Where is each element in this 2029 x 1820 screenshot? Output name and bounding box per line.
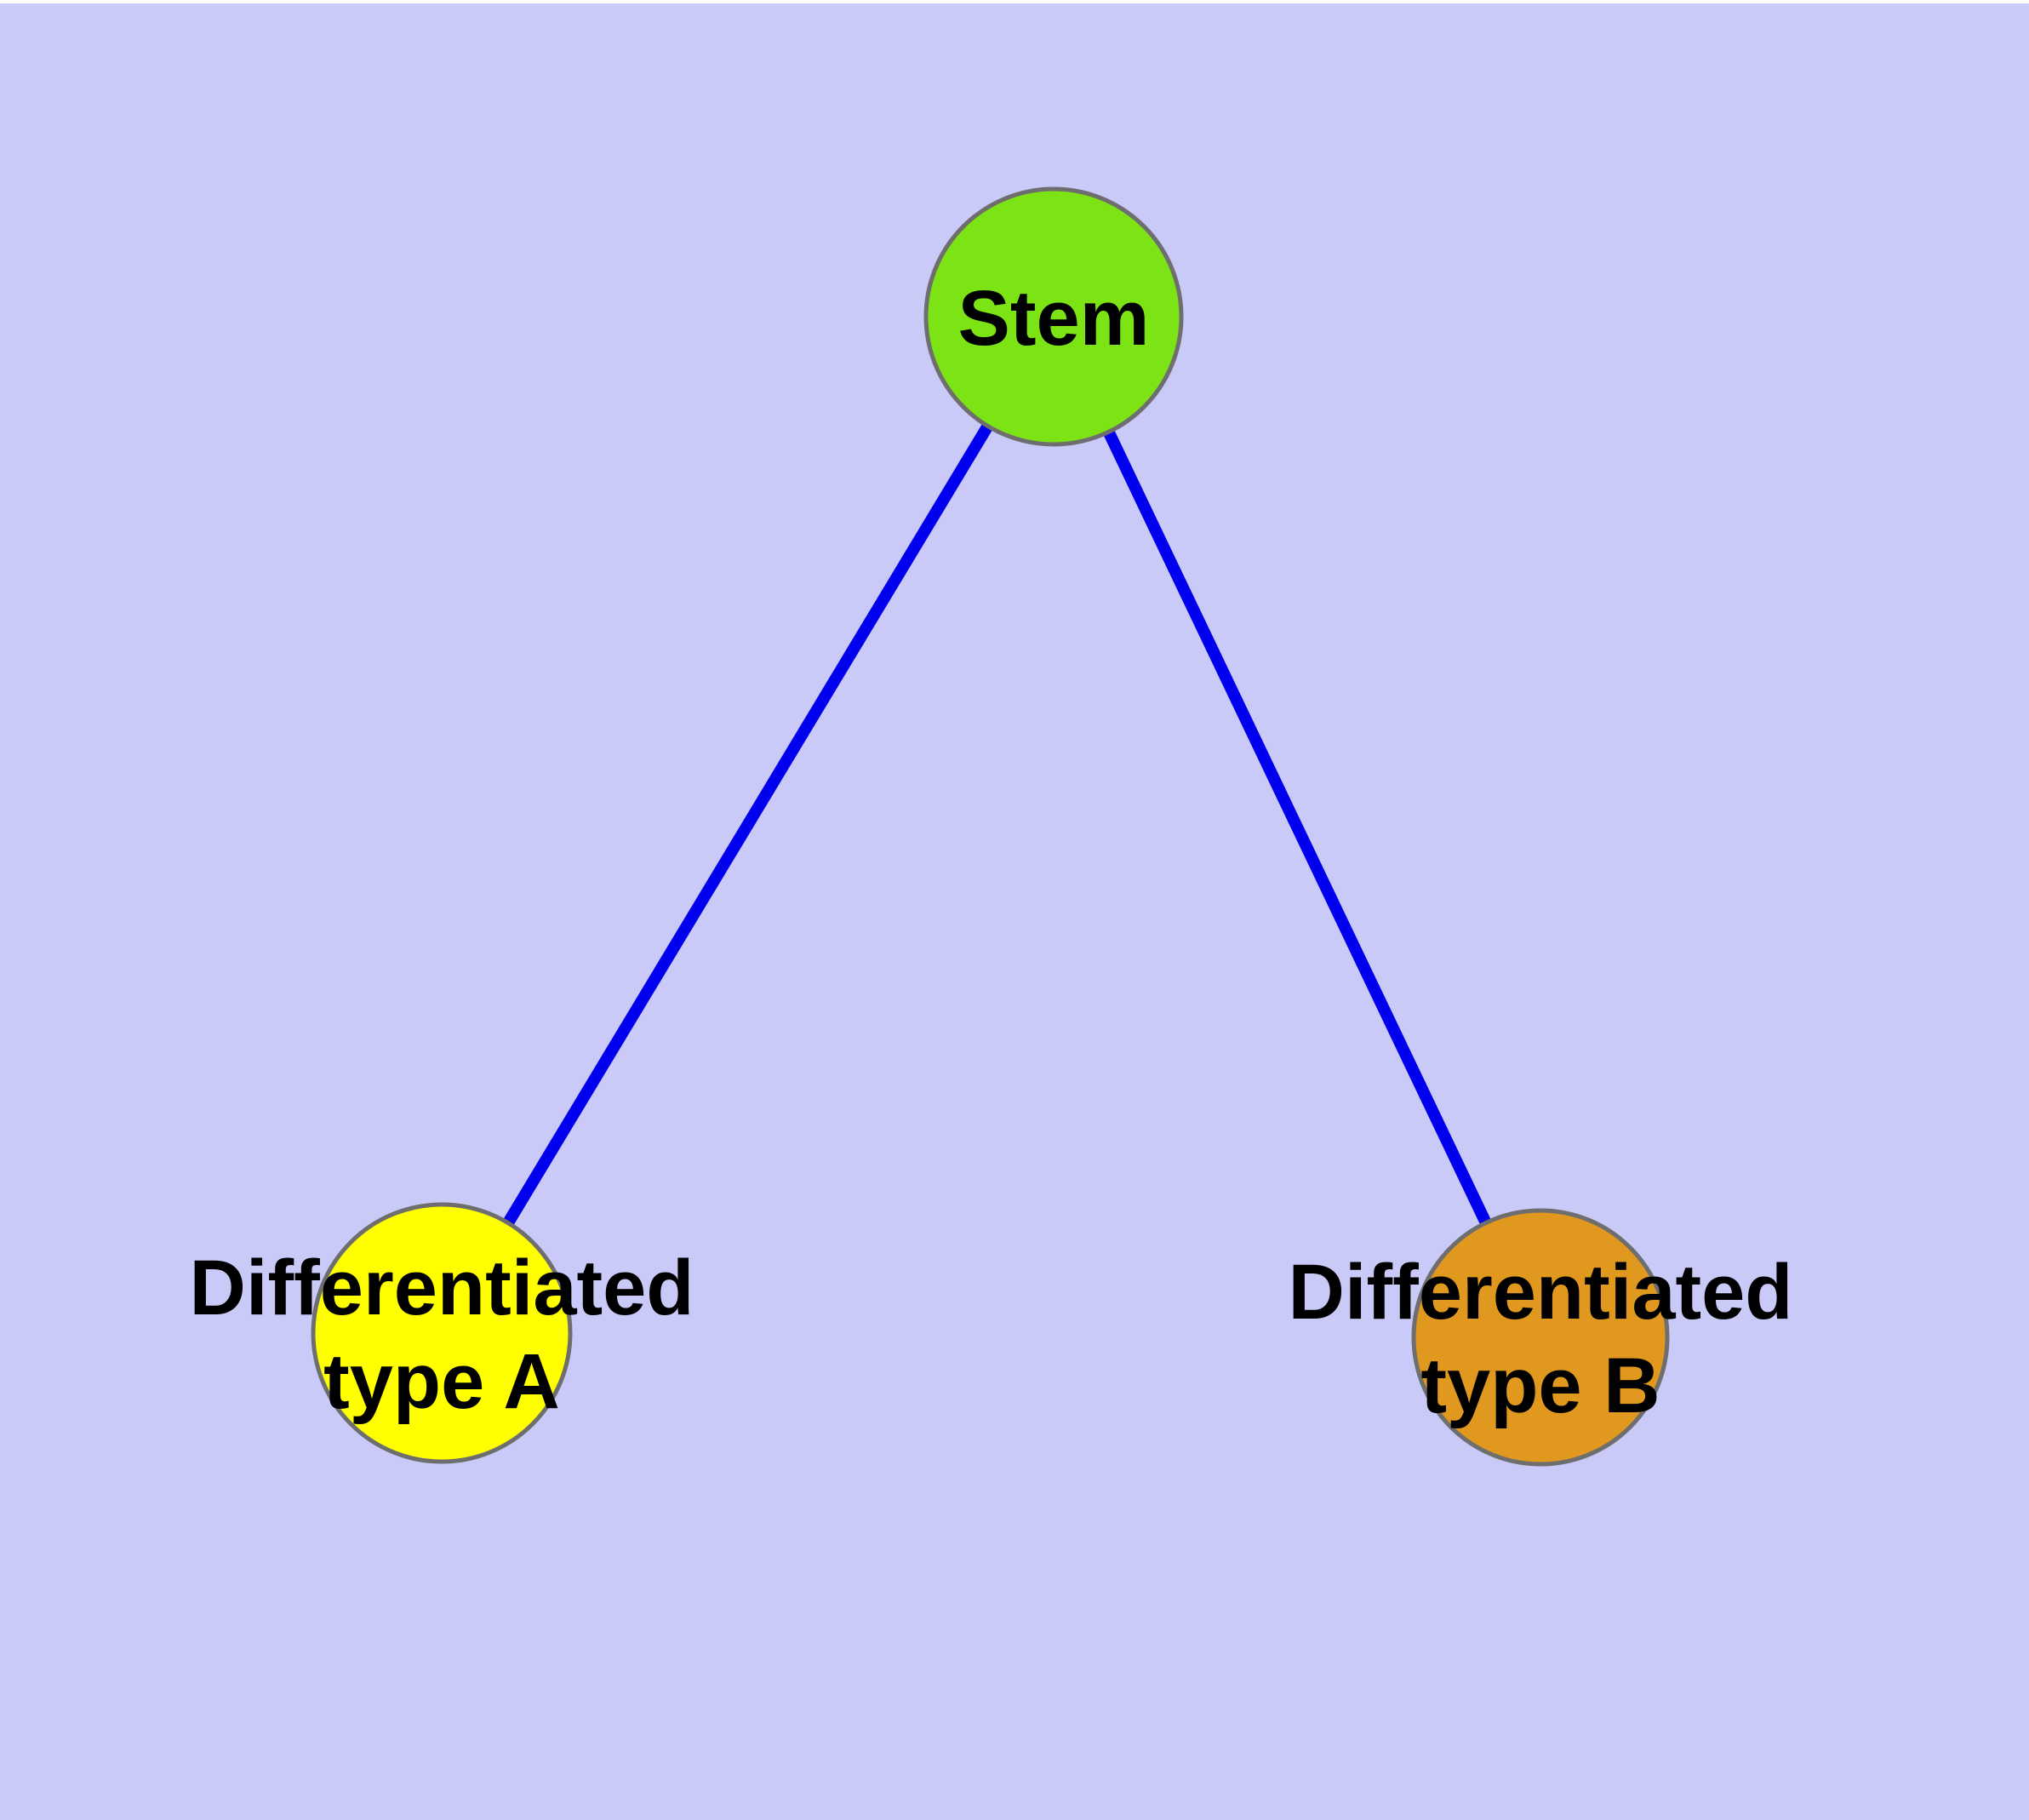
- node-type-b-circle: [1411, 1208, 1670, 1467]
- node-stem-circle: [923, 186, 1184, 447]
- node-type-b-label-line2: type B: [1420, 1342, 1660, 1429]
- edge-stem-to-type-b: [1048, 313, 1546, 1341]
- node-type-a-circle: [311, 1202, 573, 1464]
- node-stem-label: Stem: [958, 275, 1150, 362]
- node-stem: Stem: [923, 186, 1184, 447]
- edge-stem-to-type-a: [437, 313, 1059, 1336]
- node-type-a-label-line1: Differentiated: [190, 1245, 694, 1331]
- node-type-b-label-line1: Differentiated: [1289, 1249, 1793, 1336]
- edge-group: [437, 313, 1546, 1341]
- node-differentiated-type-a: Differentiated type A: [190, 1202, 694, 1464]
- node-type-a-label-line2: type A: [323, 1338, 560, 1425]
- node-differentiated-type-b: Differentiated type B: [1289, 1208, 1793, 1467]
